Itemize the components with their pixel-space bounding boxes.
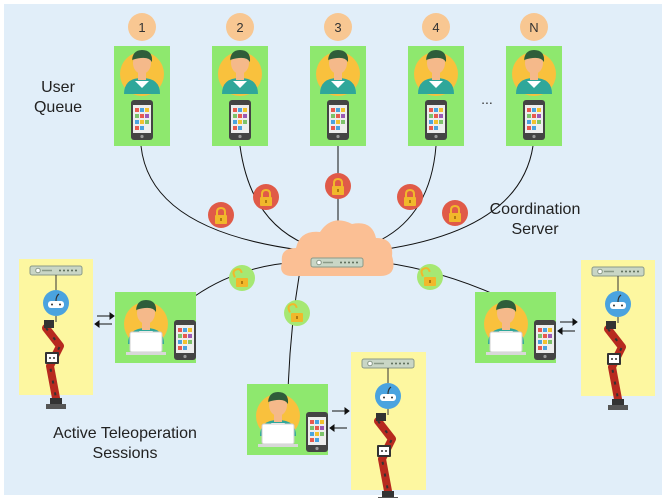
queue-user-card-2 [212, 46, 268, 146]
queue-number-1: 1 [138, 20, 145, 35]
lock-icon [397, 184, 423, 210]
session-user-card-bottom [247, 384, 328, 455]
active-sessions-label-line1: Active Teleoperation [53, 425, 197, 442]
lock-icon [442, 200, 468, 226]
lock-icon [253, 184, 279, 210]
queue-badge-2 [226, 13, 254, 41]
link-arrows [94, 312, 578, 432]
user-queue-label-line2: Queue [33, 99, 83, 116]
queue-user-card-1 [114, 46, 170, 146]
cloud-server-icon [281, 220, 394, 276]
queue-number-4: 4 [432, 20, 439, 35]
unlock-icon [229, 265, 255, 291]
queue-badge-4 [422, 13, 450, 41]
session-user-card-left [115, 292, 196, 363]
queue-number-3: 3 [334, 20, 341, 35]
queue-badge-n [520, 13, 548, 41]
queue-badge-3 [324, 13, 352, 41]
user-queue-label-line1: User [41, 79, 75, 96]
lock-icon [208, 202, 234, 228]
queue-number-n: N [529, 20, 538, 35]
robot-panel-bottom [351, 352, 426, 498]
coordination-server-label-line1: Coordination [489, 201, 581, 218]
queue-user-card-n [506, 46, 562, 146]
queue-badge-1 [128, 13, 156, 41]
coordination-server-label: Coordination Server [475, 200, 595, 240]
queue-user-card-3 [310, 46, 366, 146]
robot-panel-left [19, 259, 93, 409]
session-user-card-right [475, 292, 556, 363]
active-sessions-label-line2: Sessions [92, 445, 158, 462]
lock-icon [325, 173, 351, 199]
queue-number-2: 2 [236, 20, 243, 35]
queue-ellipsis: ... [481, 91, 493, 107]
unlock-icon [417, 264, 443, 290]
queue-badges: 1 2 3 4 N [128, 13, 548, 41]
robot-panel-right [581, 260, 655, 410]
active-sessions-label: Active Teleoperation Sessions [30, 424, 220, 464]
unlock-icon [284, 300, 310, 326]
user-queue-label: User Queue [28, 78, 88, 118]
queue-user-card-4 [408, 46, 464, 146]
coordination-server-label-line2: Server [511, 221, 559, 238]
